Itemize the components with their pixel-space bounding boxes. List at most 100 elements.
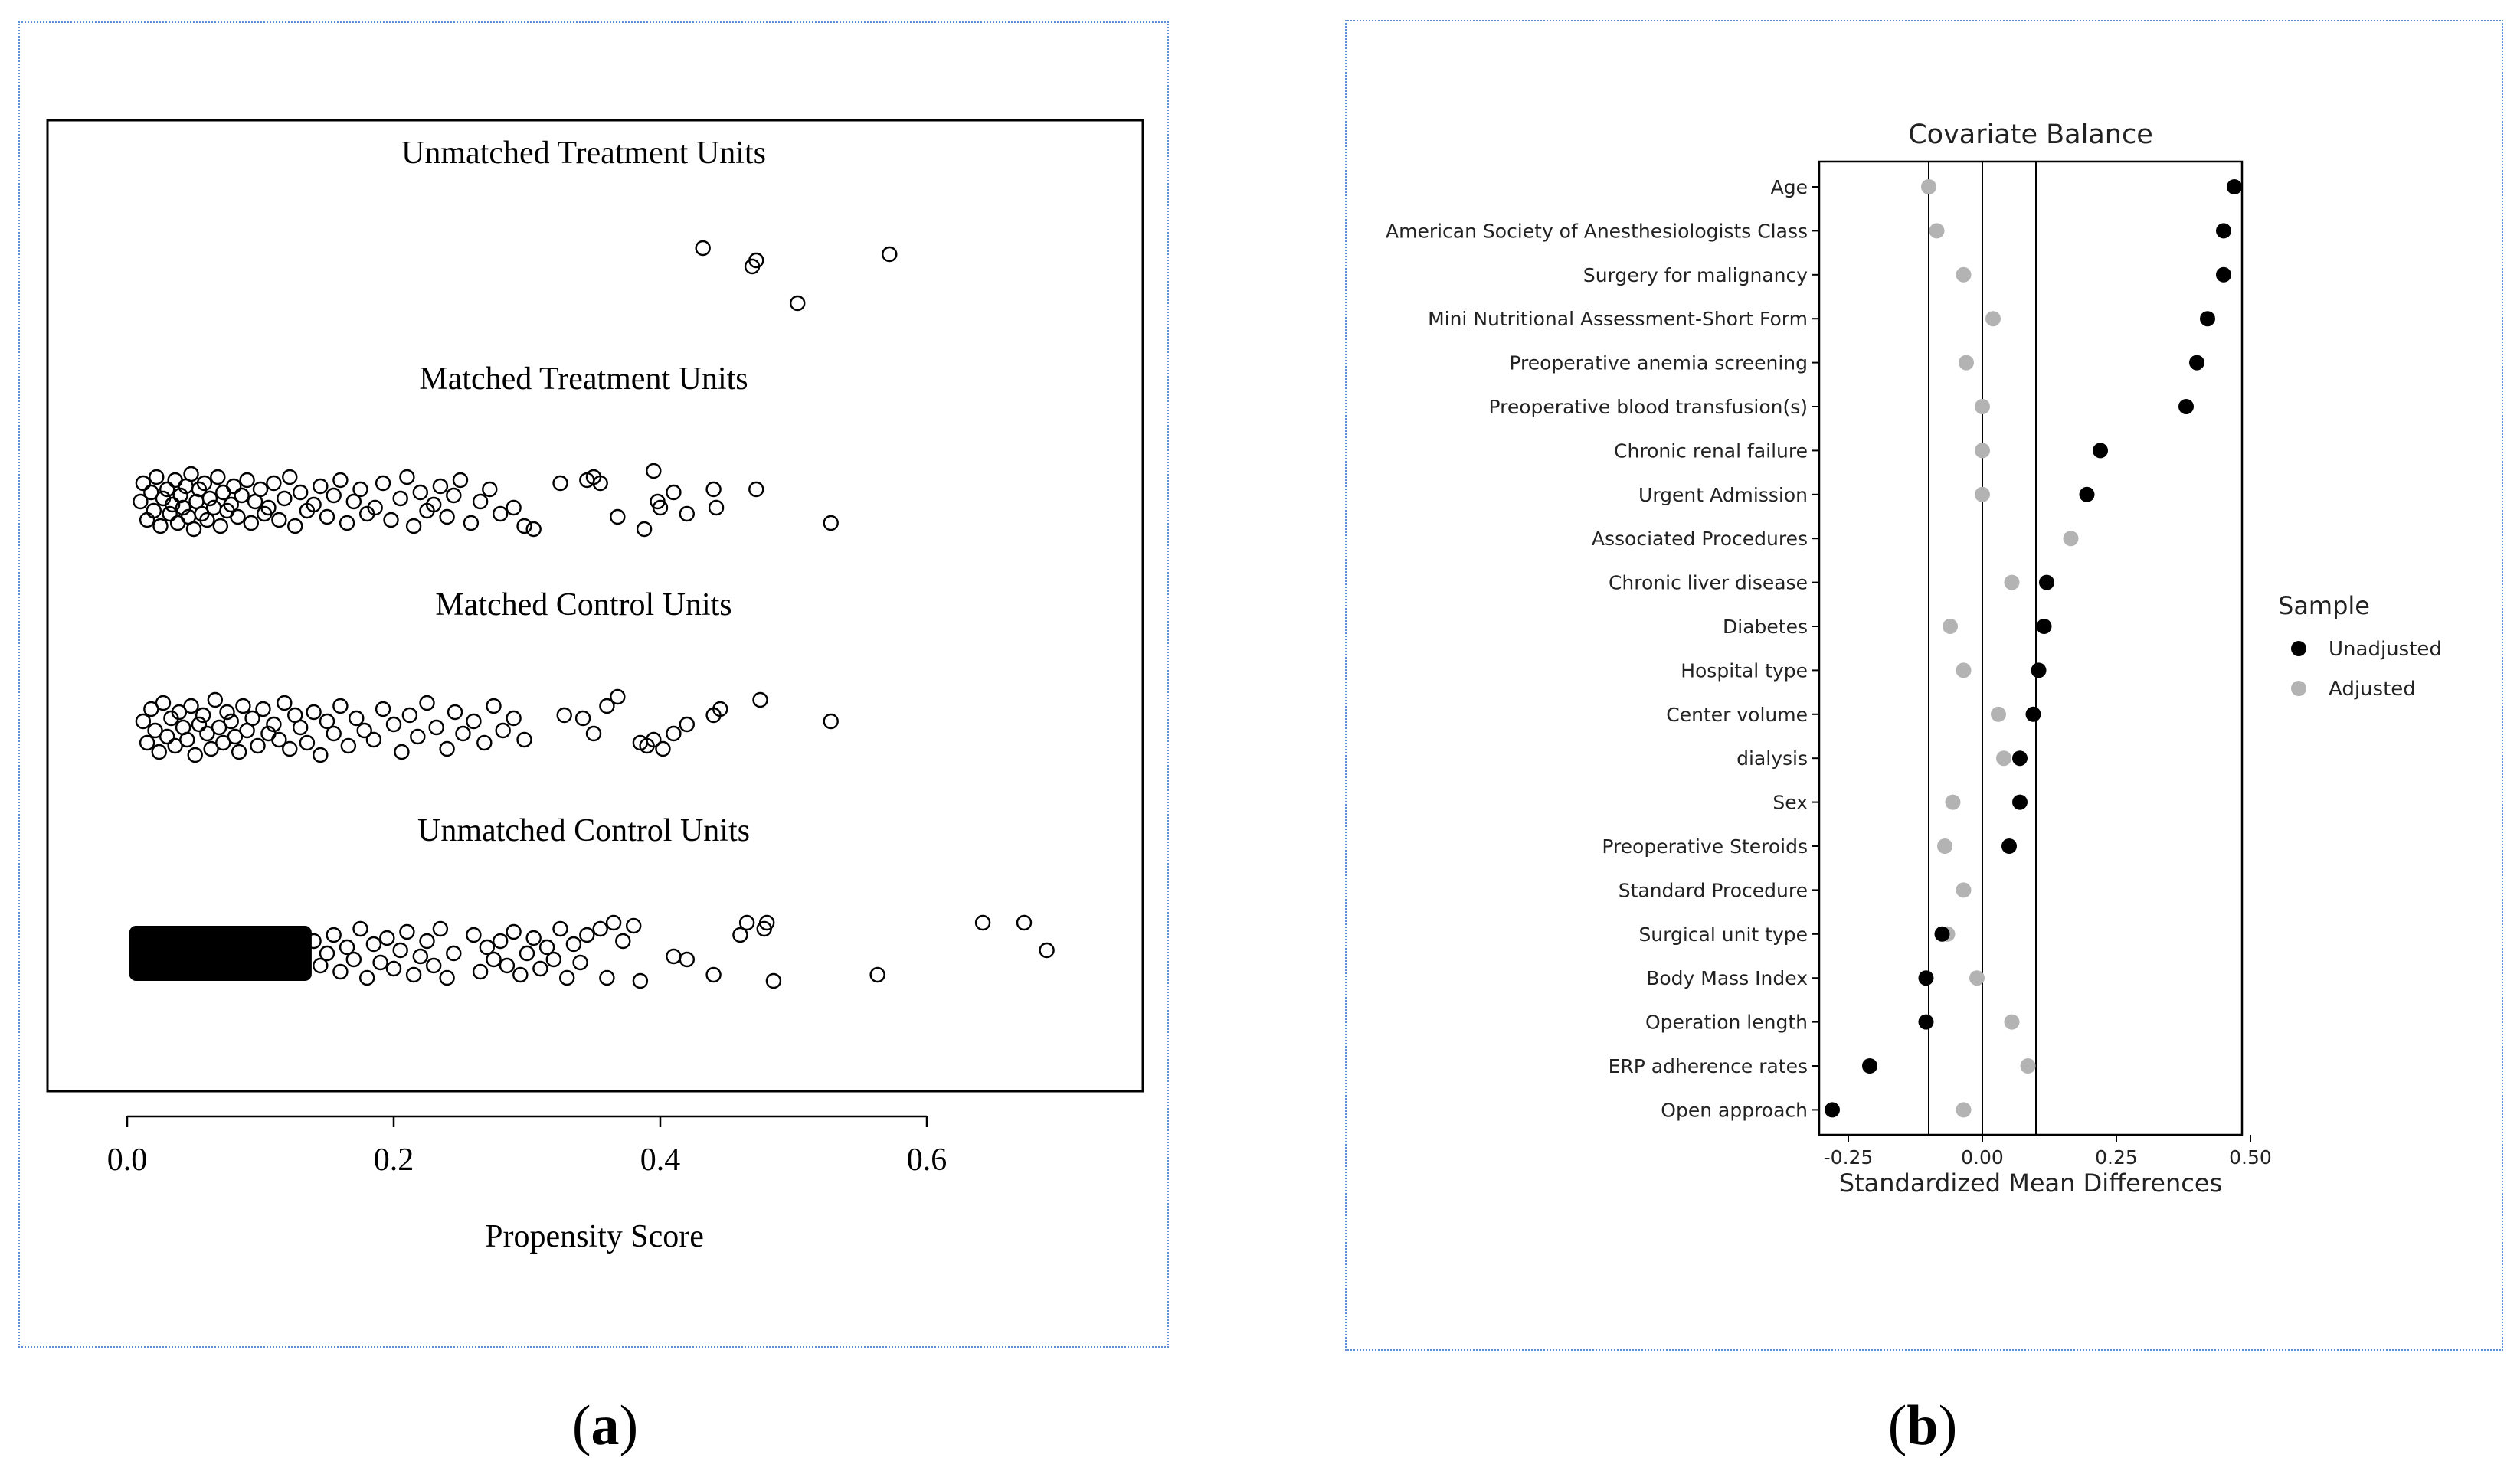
data-point bbox=[2025, 706, 2041, 722]
data-point bbox=[205, 499, 222, 516]
series-adjusted bbox=[1921, 179, 2079, 1118]
data-point bbox=[1934, 926, 1950, 942]
data-point bbox=[2200, 311, 2215, 327]
data-point bbox=[1943, 619, 1958, 634]
data-point bbox=[332, 963, 349, 980]
data-point bbox=[439, 969, 455, 986]
x-tick-label: 0.50 bbox=[2229, 1146, 2272, 1169]
data-point bbox=[356, 722, 372, 739]
data-point bbox=[1975, 443, 1990, 459]
caption-a-letter: a bbox=[591, 1394, 620, 1457]
data-point bbox=[326, 487, 342, 504]
data-point bbox=[1862, 1058, 1877, 1074]
data-point bbox=[632, 972, 649, 989]
y-tick-label: Standard Procedure bbox=[1619, 879, 1808, 901]
data-point bbox=[191, 716, 208, 733]
data-point bbox=[482, 481, 498, 498]
data-point bbox=[1945, 794, 1961, 810]
data-point bbox=[385, 716, 402, 733]
data-point bbox=[585, 725, 602, 742]
data-point bbox=[1985, 311, 2001, 327]
group-markers bbox=[129, 914, 1055, 989]
data-point bbox=[203, 740, 219, 757]
data-point bbox=[210, 469, 226, 485]
data-point bbox=[626, 917, 642, 934]
caption-b: (b) bbox=[1887, 1394, 1958, 1457]
data-point bbox=[234, 487, 250, 504]
data-point bbox=[2036, 619, 2052, 634]
data-point bbox=[738, 914, 755, 931]
data-point bbox=[472, 493, 489, 510]
y-tick-label: Surgery for malignancy bbox=[1583, 264, 1808, 286]
data-point bbox=[823, 713, 839, 730]
data-point bbox=[732, 927, 748, 943]
data-point bbox=[1969, 970, 1985, 986]
data-point bbox=[244, 710, 260, 727]
data-point bbox=[759, 914, 775, 931]
data-point bbox=[2178, 399, 2194, 414]
data-point bbox=[365, 731, 382, 748]
data-point bbox=[752, 691, 768, 708]
group-title: Matched Control Units bbox=[435, 587, 732, 623]
data-point bbox=[479, 939, 495, 956]
data-point bbox=[155, 695, 172, 711]
data-point bbox=[452, 472, 469, 489]
group-markers bbox=[133, 463, 839, 538]
data-point bbox=[1918, 970, 1934, 986]
data-point bbox=[183, 698, 199, 714]
data-point bbox=[277, 695, 293, 711]
data-point bbox=[495, 722, 511, 739]
y-tick-label: American Society of Anesthesiologists Cl… bbox=[1386, 220, 1808, 242]
legend-swatch-adjusted bbox=[2291, 681, 2306, 696]
y-tick-label: Operation length bbox=[1645, 1012, 1808, 1034]
data-point bbox=[2093, 443, 2108, 459]
data-point bbox=[615, 933, 631, 950]
y-tick-label: Associated Procedures bbox=[1592, 528, 1808, 550]
y-tick-label: ERP adherence rates bbox=[1609, 1055, 1808, 1077]
x-axis-label: Propensity Score bbox=[485, 1219, 704, 1254]
data-point bbox=[199, 512, 215, 528]
data-point bbox=[532, 960, 548, 977]
data-point bbox=[712, 701, 728, 717]
data-point bbox=[162, 505, 178, 522]
y-tick-label: Preoperative Steroids bbox=[1602, 835, 1808, 858]
data-point bbox=[1016, 914, 1033, 931]
data-point bbox=[171, 704, 188, 721]
data-point bbox=[212, 518, 228, 534]
data-point bbox=[235, 698, 251, 714]
data-point bbox=[143, 701, 159, 717]
y-tick-label: Age bbox=[1771, 176, 1808, 198]
data-point bbox=[146, 502, 162, 519]
data-point bbox=[375, 475, 391, 492]
x-tick-label: 0.2 bbox=[374, 1142, 414, 1178]
data-point bbox=[185, 521, 202, 538]
data-point bbox=[183, 466, 199, 482]
data-point bbox=[293, 719, 309, 736]
data-point bbox=[339, 515, 355, 531]
data-point bbox=[159, 481, 175, 498]
data-point bbox=[219, 704, 235, 721]
data-point bbox=[179, 731, 195, 748]
data-point bbox=[231, 744, 247, 760]
x-tick-label: 0.25 bbox=[2095, 1146, 2138, 1169]
data-point bbox=[506, 710, 522, 727]
data-point bbox=[493, 505, 509, 522]
data-point bbox=[399, 923, 415, 940]
data-point bbox=[2039, 574, 2054, 590]
data-point bbox=[345, 951, 362, 968]
data-point bbox=[705, 481, 722, 498]
data-point bbox=[2004, 574, 2020, 590]
data-point bbox=[172, 487, 188, 504]
data-point bbox=[385, 960, 402, 977]
data-point bbox=[599, 969, 615, 986]
data-point bbox=[666, 725, 682, 742]
data-point bbox=[319, 713, 335, 730]
data-point bbox=[375, 701, 391, 717]
legend-label-adjusted: Adjusted bbox=[2329, 678, 2416, 701]
data-point bbox=[147, 722, 163, 739]
data-point bbox=[226, 478, 242, 495]
data-point bbox=[271, 731, 287, 748]
data-point bbox=[592, 475, 608, 492]
data-point bbox=[152, 518, 169, 534]
